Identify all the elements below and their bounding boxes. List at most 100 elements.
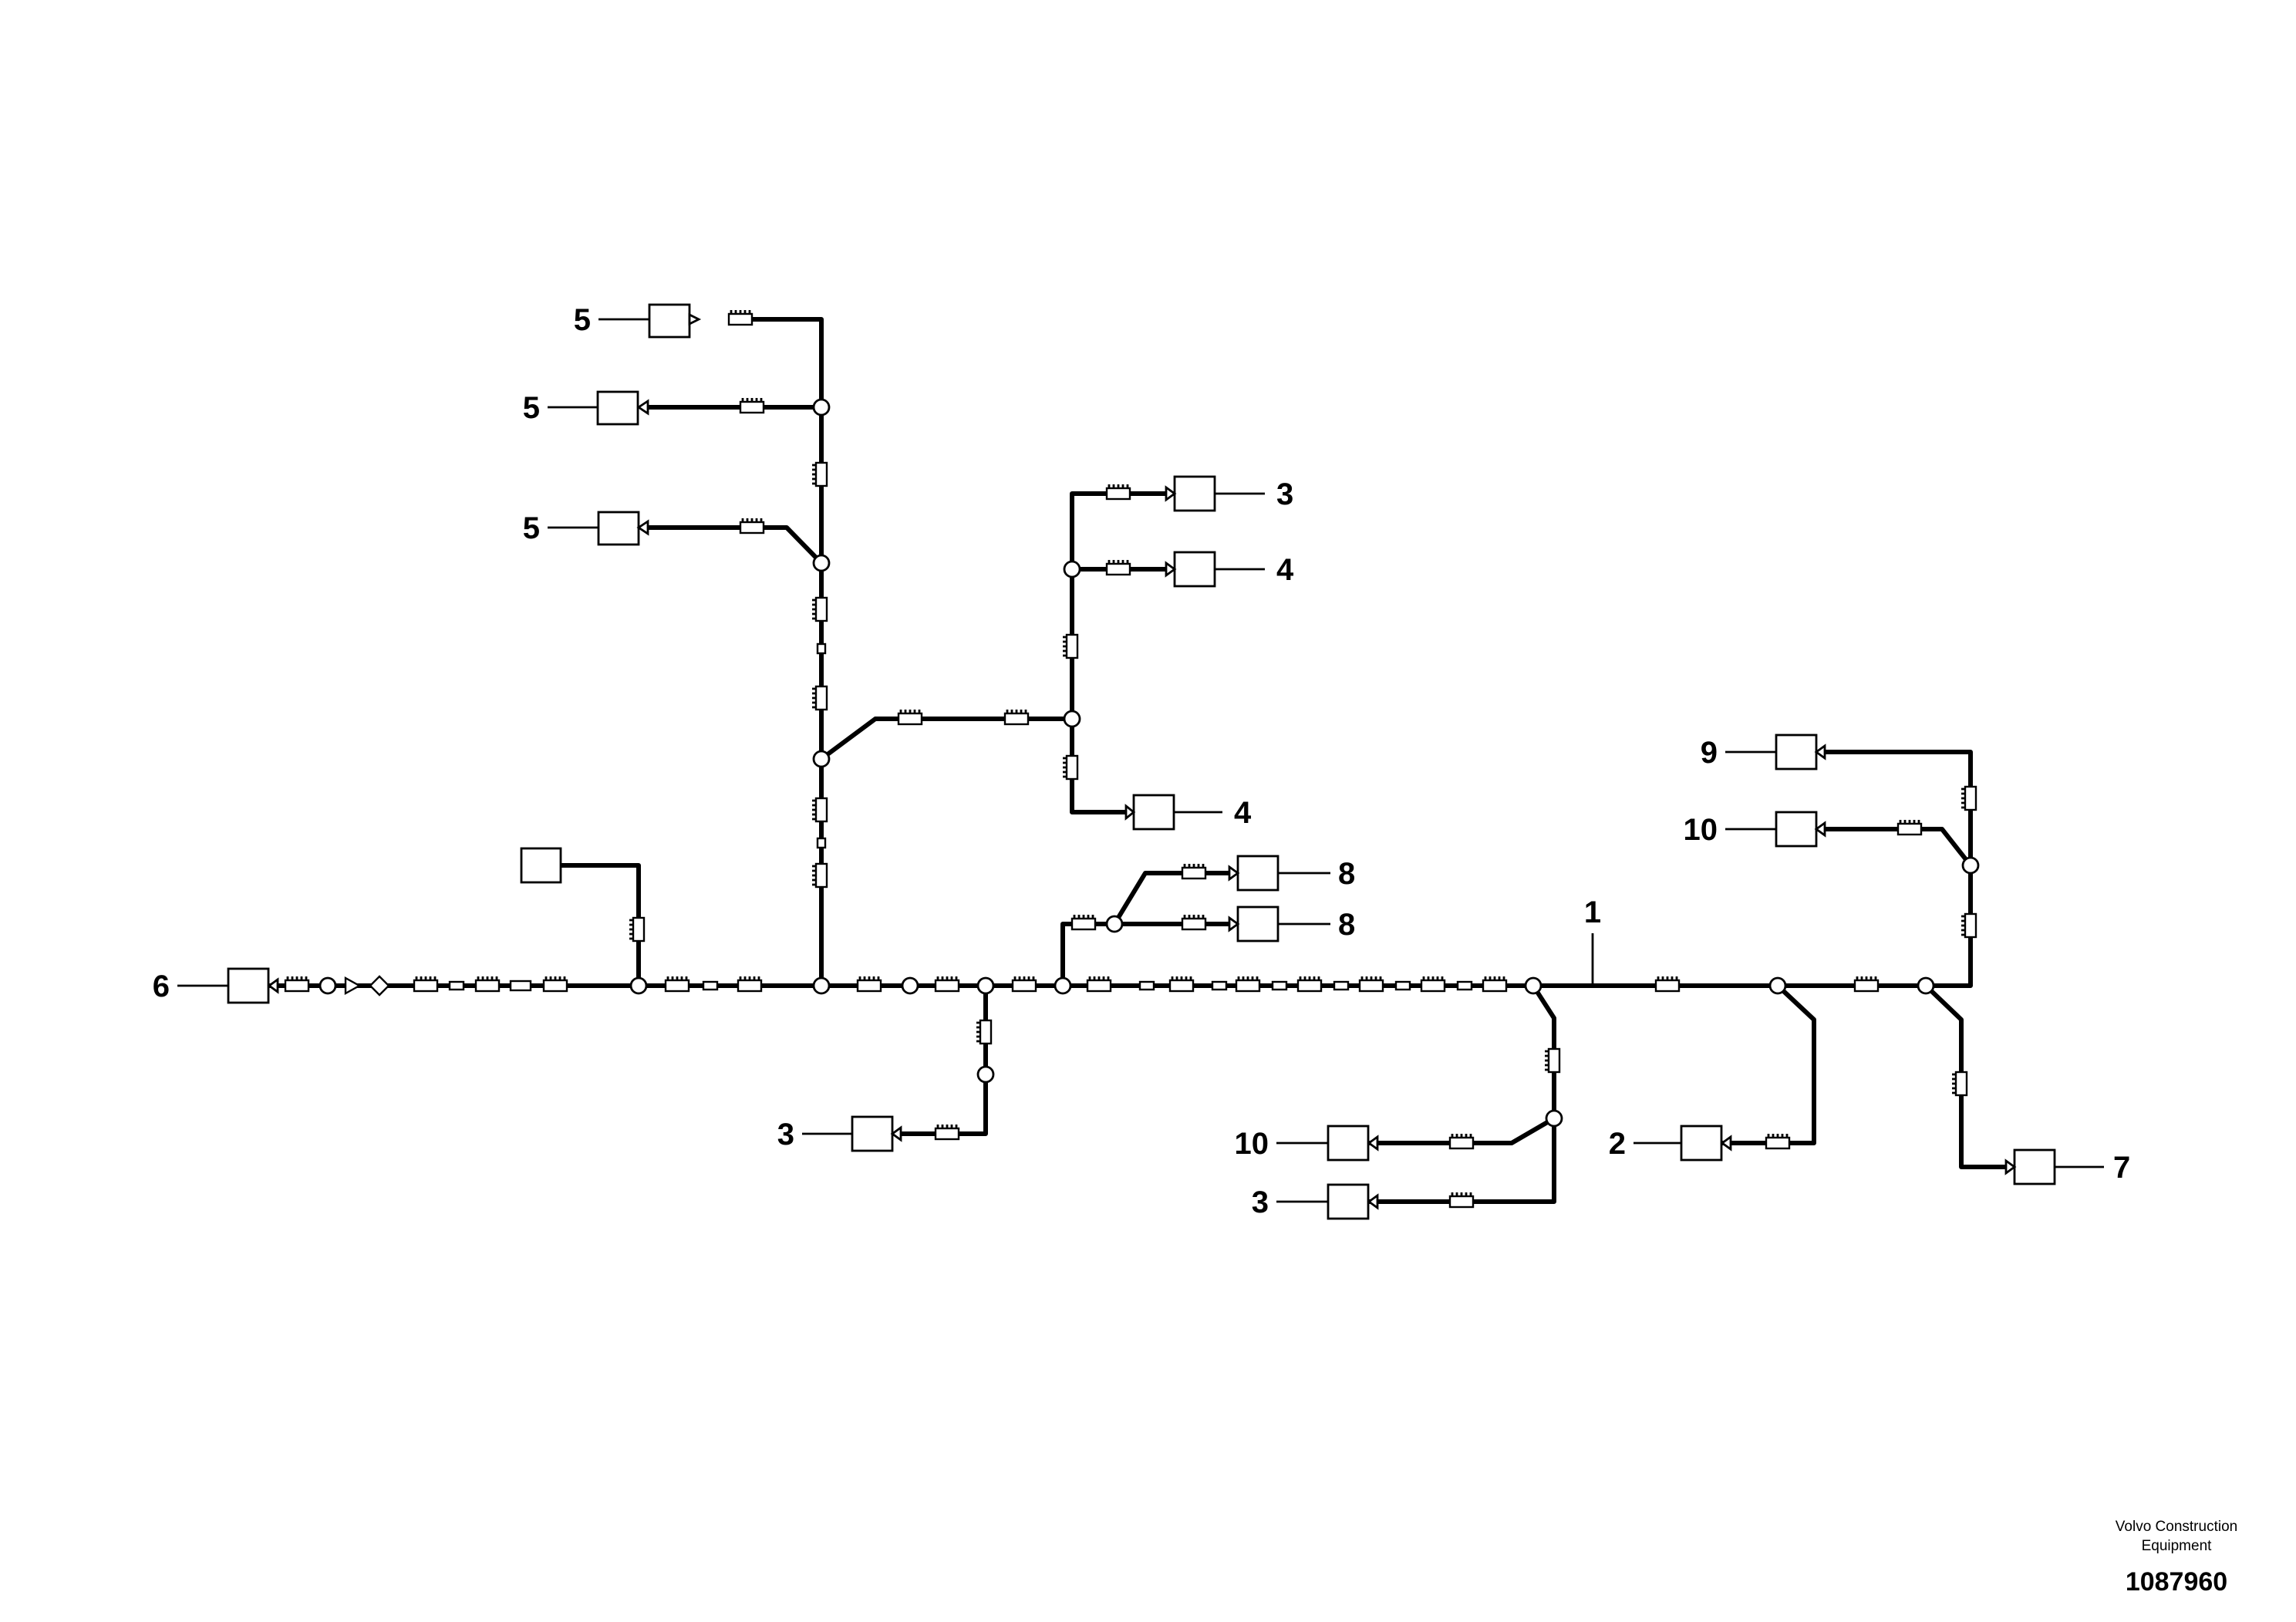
component-4-lower bbox=[1124, 794, 1175, 831]
clip bbox=[1333, 980, 1350, 991]
connector-h bbox=[542, 976, 568, 993]
connector-h bbox=[1358, 976, 1384, 993]
connector-h bbox=[1296, 976, 1323, 993]
component-3-left bbox=[851, 1115, 902, 1152]
junction bbox=[1768, 976, 1787, 995]
junction bbox=[1105, 915, 1124, 933]
branch-wire-3-left bbox=[891, 983, 988, 1136]
connector-h bbox=[664, 976, 690, 993]
connector-h bbox=[1168, 976, 1195, 993]
connector-v bbox=[812, 862, 828, 889]
clip bbox=[1456, 980, 1473, 991]
branch-wire-10-upper bbox=[1814, 827, 1973, 868]
component-5-top bbox=[648, 303, 702, 339]
connector-h bbox=[1654, 976, 1681, 993]
connector-h bbox=[1448, 1134, 1475, 1150]
connector-v bbox=[1063, 633, 1079, 659]
connector-v bbox=[629, 916, 646, 943]
connector-h bbox=[856, 976, 882, 993]
callout-3-top-right: 3 bbox=[1276, 477, 1293, 511]
vertical-trunk-wire bbox=[750, 317, 824, 988]
callout-1: 1 bbox=[1584, 895, 1601, 929]
component-7 bbox=[2004, 1148, 2056, 1185]
connector-v bbox=[976, 1019, 993, 1045]
branch-wire-3-lower bbox=[1367, 1116, 1556, 1204]
connector-h bbox=[1765, 1134, 1791, 1150]
connector-h bbox=[1105, 484, 1131, 501]
component-5-middle bbox=[596, 390, 649, 426]
branch-wire-5-lower bbox=[646, 525, 824, 565]
connector-h bbox=[1420, 976, 1446, 993]
inline-fitting-triangle bbox=[344, 976, 362, 996]
connector-h bbox=[1896, 820, 1923, 836]
brand-line-2: Equipment bbox=[2142, 1538, 2213, 1554]
junction bbox=[812, 976, 831, 995]
junction bbox=[1063, 560, 1081, 578]
component-3-top-right bbox=[1165, 475, 1216, 512]
component-5-lower bbox=[597, 511, 649, 546]
junction bbox=[629, 976, 648, 995]
callout-8-upper: 8 bbox=[1338, 857, 1355, 891]
junction bbox=[976, 1065, 995, 1084]
inline-fitting-diamond bbox=[369, 975, 390, 996]
connector-h bbox=[739, 398, 765, 414]
components bbox=[227, 303, 2056, 1220]
clip bbox=[1394, 980, 1411, 991]
callout-labels: 1 2 3 3 3 3 4 4 5 5 5 6 7 8 8 9 10 10 bbox=[153, 303, 2131, 1219]
connector-h bbox=[727, 310, 754, 326]
junction bbox=[1063, 710, 1081, 728]
callout-5-lower: 5 bbox=[523, 511, 540, 545]
branch-wire-2 bbox=[1720, 983, 1816, 1145]
connector-h bbox=[1181, 915, 1207, 931]
component-10-upper bbox=[1775, 811, 1826, 848]
connector-h bbox=[474, 976, 501, 993]
component-8-lower bbox=[1228, 905, 1279, 943]
clip bbox=[816, 837, 827, 849]
callout-4-lower: 4 bbox=[1234, 796, 1252, 830]
main-trunk-wire bbox=[268, 831, 1973, 988]
clip bbox=[1138, 980, 1155, 991]
component-3-lower bbox=[1327, 1183, 1379, 1220]
callout-10-upper: 10 bbox=[1684, 813, 1718, 847]
junction bbox=[1054, 976, 1072, 995]
component-8-upper bbox=[1228, 855, 1279, 892]
callout-leaders bbox=[177, 318, 2104, 1203]
clip bbox=[702, 980, 719, 991]
component-4-upper bbox=[1165, 551, 1216, 588]
connector-h bbox=[1011, 976, 1037, 993]
connector-v bbox=[1063, 754, 1079, 781]
clip bbox=[509, 980, 532, 992]
junction bbox=[901, 976, 919, 995]
junction bbox=[812, 750, 831, 768]
connector-h bbox=[934, 976, 960, 993]
connector-h bbox=[1181, 864, 1207, 880]
component-6 bbox=[227, 967, 279, 1004]
callout-2: 2 bbox=[1609, 1127, 1626, 1161]
junction bbox=[812, 398, 831, 416]
clip bbox=[816, 642, 827, 655]
callout-7: 7 bbox=[2113, 1151, 2130, 1185]
connector-v bbox=[1961, 785, 1977, 811]
small-clips bbox=[344, 642, 1473, 996]
connector-v bbox=[1952, 1071, 1968, 1097]
callout-3-left: 3 bbox=[777, 1118, 794, 1152]
connector-v bbox=[812, 685, 828, 711]
connector-h bbox=[1482, 976, 1508, 993]
sub-harness-wire bbox=[1070, 491, 1176, 814]
connector-v bbox=[1961, 912, 1977, 939]
callout-5-top: 5 bbox=[574, 303, 591, 337]
component-10-lower bbox=[1327, 1125, 1379, 1162]
connector-h bbox=[1853, 976, 1880, 993]
connector-h bbox=[284, 976, 310, 993]
clip bbox=[1211, 980, 1228, 991]
component-2 bbox=[1680, 1125, 1732, 1162]
junction bbox=[1524, 976, 1542, 995]
corrugated-connectors bbox=[284, 310, 1977, 1209]
part-number: 1087960 bbox=[2126, 1567, 2227, 1597]
brand-line-1: Volvo Construction bbox=[2116, 1519, 2237, 1535]
connector-h bbox=[934, 1125, 960, 1141]
connector-v bbox=[812, 797, 828, 823]
callout-3-lower: 3 bbox=[1252, 1185, 1269, 1219]
callout-8-lower: 8 bbox=[1338, 908, 1355, 942]
